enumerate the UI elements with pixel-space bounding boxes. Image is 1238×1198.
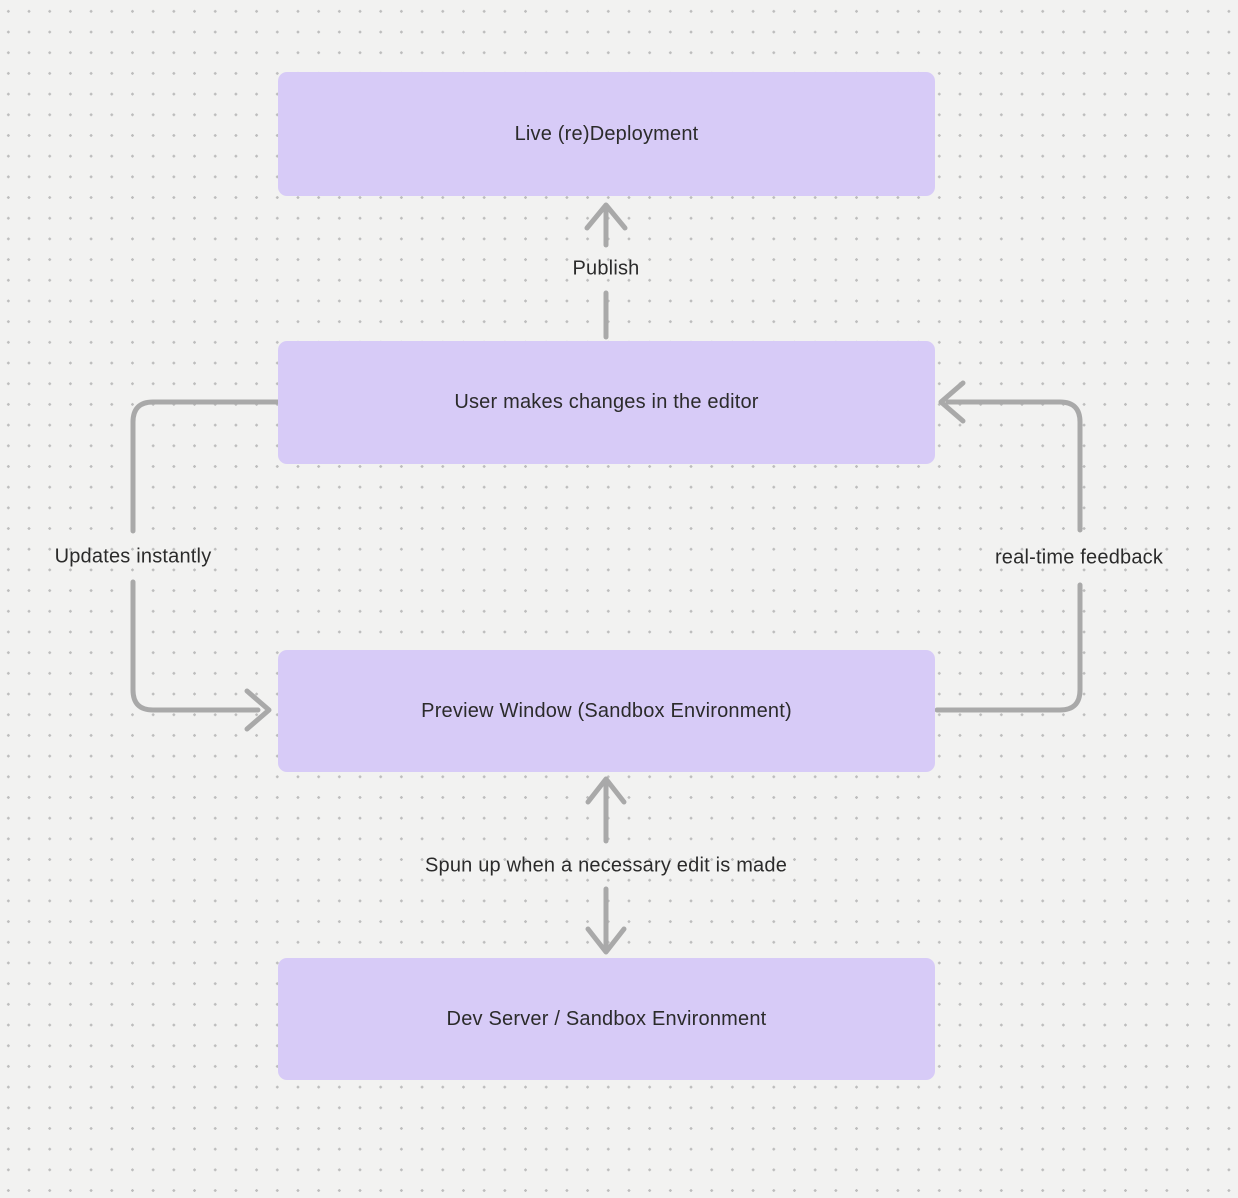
edge-label-publish: Publish <box>572 257 640 280</box>
node-user-editor[interactable]: User makes changes in the editor <box>278 341 935 464</box>
arrowhead-down-icon <box>585 926 627 955</box>
node-preview-window-label: Preview Window (Sandbox Environment) <box>421 699 792 722</box>
node-user-editor-label: User makes changes in the editor <box>454 391 759 413</box>
edge-feedback-line-lower <box>934 582 1083 713</box>
edge-feedback-line-upper <box>945 399 1083 533</box>
node-live-redeployment[interactable]: Live (re)Deployment <box>278 72 935 196</box>
edge-label-spun-up: Spun up when a necessary edit is made <box>424 854 788 877</box>
node-dev-server-label: Dev Server / Sandbox Environment <box>446 1007 767 1030</box>
arrowhead-up-icon <box>584 202 628 231</box>
node-preview-window[interactable]: Preview Window (Sandbox Environment) <box>278 650 935 772</box>
node-dev-server[interactable]: Dev Server / Sandbox Environment <box>278 958 935 1080</box>
edge-label-updates-instantly: Updates instantly <box>54 545 212 568</box>
edge-updates-line-lower <box>130 579 261 713</box>
arrowhead-up-icon <box>585 776 627 805</box>
arrowhead-right-icon <box>244 688 272 732</box>
edge-updates-line-upper <box>130 399 283 534</box>
node-live-redeployment-label: Live (re)Deployment <box>514 122 699 145</box>
arrowhead-left-icon <box>938 380 966 424</box>
edge-label-real-time-feedback: real-time feedback <box>994 546 1164 569</box>
